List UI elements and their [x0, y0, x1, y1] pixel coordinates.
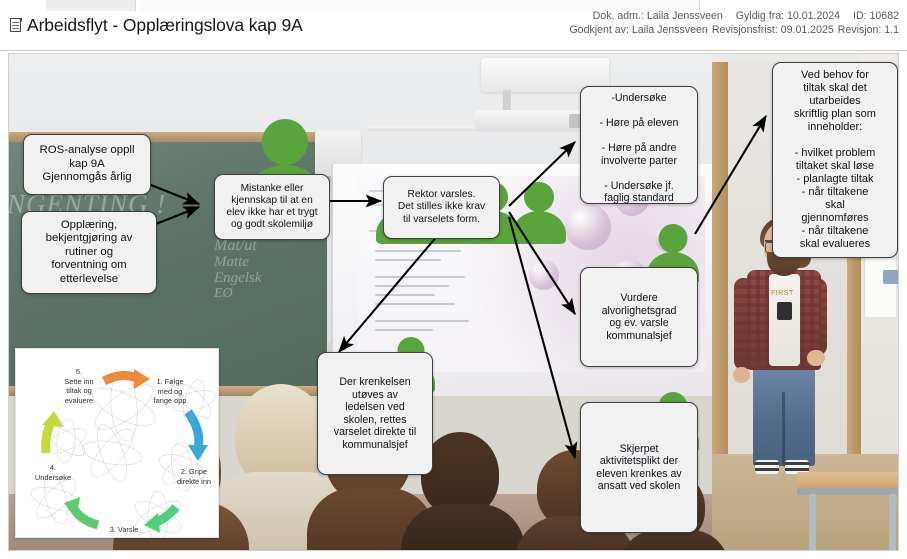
flow-box-mistanke-text: Mistanke eller kjennskap til at en elev … [226, 182, 318, 231]
desk-leg-left [809, 494, 816, 550]
slide-bullet-3b [375, 329, 433, 331]
slide-bullet-3 [375, 320, 469, 322]
cycle-arrowhead-blue [188, 445, 208, 461]
slide-bullet-2 [375, 276, 465, 278]
valid-from-label: Gyldig fra: 10.01.2024 [735, 10, 841, 22]
slide-bullet-2d [375, 303, 455, 305]
slide-molecule-1 [565, 204, 611, 250]
flow-box-skjerpet-aktivitetsplikt-text: Skjerpet aktivitetsplikt der eleven kren… [596, 442, 682, 493]
document-icon [8, 17, 23, 33]
flow-box-skjerpet-aktivitetsplikt[interactable]: Skjerpet aktivitetsplikt der eleven kren… [580, 402, 698, 533]
page-title: Arbeidsflyt - Opplæringslova kap 9A [27, 14, 303, 35]
cycle-arrow-blue [184, 409, 204, 450]
cycle-step-5-label: 5. Sette inn tiltak og evaluere [64, 367, 94, 405]
chalkboard-frame-top [9, 132, 331, 143]
header-tab-strip [0, 0, 907, 11]
cycle-arrowhead-yellow-green [42, 411, 64, 427]
document-id-label: ID: 10682 [853, 10, 899, 22]
cycle-arrowhead-green [64, 497, 80, 519]
wall-blue-tag [883, 270, 898, 284]
cycle-step-3-label: 3. Varsle [109, 525, 139, 534]
flowchart-canvas: INGENTING ! Mat/ut Matte Engelsk EØ [8, 53, 899, 551]
metadata-row-2: Godkjent av: Laila Jenssveen Revisjonsfr… [569, 23, 899, 37]
cycle-diagram-svg [30, 369, 216, 537]
pupil-head-1 [235, 384, 327, 488]
doc-admin-label: Dok. adm.: Laila Jenssveen [592, 10, 723, 22]
cycle-step-1-label: 1. Følge med og fange opp [153, 377, 187, 406]
flow-box-skriftlig-plan-text: Ved behov for tiltak skal det utarbeides… [794, 69, 876, 250]
flow-box-mistanke[interactable]: Mistanke eller kjennskap til at en elev … [214, 174, 330, 240]
metadata-row-1: Dok. adm.: Laila Jenssveen Gyldig fra: 1… [569, 9, 899, 23]
desk-edge [797, 488, 898, 495]
flow-box-ros-analyse-text: ROS-analyse oppll kap 9A Gjennomgås årli… [39, 144, 135, 184]
cycle-arrowhead-green-light [144, 513, 160, 533]
slide-molecule-3 [529, 260, 559, 290]
approved-by-label: Godkjent av: Laila Jenssveen [569, 24, 708, 36]
classroom-desk [797, 472, 898, 489]
flow-box-undersoke[interactable]: -Undersøke - Høre på eleven - Høre på an… [580, 86, 698, 204]
person-icon-group-4 [512, 182, 566, 244]
pupil-head-4 [421, 432, 499, 516]
flow-box-vurdere-alvorlighetsgrad-text: Vurdere alvorlighetsgrad og ev. varsle k… [601, 292, 677, 342]
flow-box-opplaering-text: Opplæring, bekjentgjøring av rutiner og … [45, 218, 133, 285]
flow-box-krenkelse-ledelsen[interactable]: Der krenkelsen utøves av ledelsen ved sk… [317, 352, 433, 475]
pupil-body-4 [401, 504, 525, 550]
cycle-arrow-green [70, 506, 100, 530]
pupil-body-6 [619, 530, 729, 550]
flow-box-ros-analyse[interactable]: ROS-analyse oppll kap 9A Gjennomgås årli… [23, 134, 151, 195]
slide-bullet-1 [375, 250, 461, 252]
flow-box-vurdere-alvorlighetsgrad[interactable]: Vurdere alvorlighetsgrad og ev. varsle k… [580, 267, 698, 367]
cycle-diagram-card[interactable]: 1. Følge med og fange opp 2. Gripe direk… [15, 348, 219, 538]
desk-leg-right [889, 494, 896, 550]
flow-box-rektor-varsles-text: Rektor varsles. Det stilles ikke krav ti… [397, 189, 486, 225]
document-header: Arbeidsflyt - Opplæringslova kap 9A Dok.… [0, 0, 907, 51]
projector-arm [503, 90, 511, 112]
slide-bullet-2c [375, 294, 435, 296]
cycle-step-2-label: 2. Gripe direkte inn [176, 467, 212, 486]
flow-box-opplaering[interactable]: Opplæring, bekjentgjøring av rutiner og … [21, 211, 157, 294]
flow-box-rektor-varsles[interactable]: Rektor varsles. Det stilles ikke krav ti… [383, 176, 500, 239]
slide-bullet-2b [375, 285, 449, 287]
flow-box-undersoke-text: -Undersøke - Høre på eleven - Høre på an… [599, 92, 679, 204]
document-metadata: Dok. adm.: Laila Jenssveen Gyldig fra: 1… [569, 9, 899, 37]
revision-deadline-label: Revisjonsfrist: 09.01.2025 [711, 24, 834, 36]
header-tab-ghost-1 [46, 0, 136, 11]
slide-bullet-1b [375, 259, 441, 261]
revision-label: Revisjon: 1.1 [837, 24, 899, 36]
flow-box-krenkelse-ledelsen-text: Der krenkelsen utøves av ledelsen ved sk… [333, 376, 417, 451]
cycle-step-4-label: 4. Undersøke [34, 463, 72, 482]
cycle-arrowhead-orange [134, 369, 150, 389]
page-title-bar: Arbeidsflyt - Opplæringslova kap 9A [8, 12, 303, 38]
flow-box-skriftlig-plan[interactable]: Ved behov for tiltak skal det utarbeides… [772, 62, 898, 258]
header-tab-ghost-2 [140, 0, 700, 11]
